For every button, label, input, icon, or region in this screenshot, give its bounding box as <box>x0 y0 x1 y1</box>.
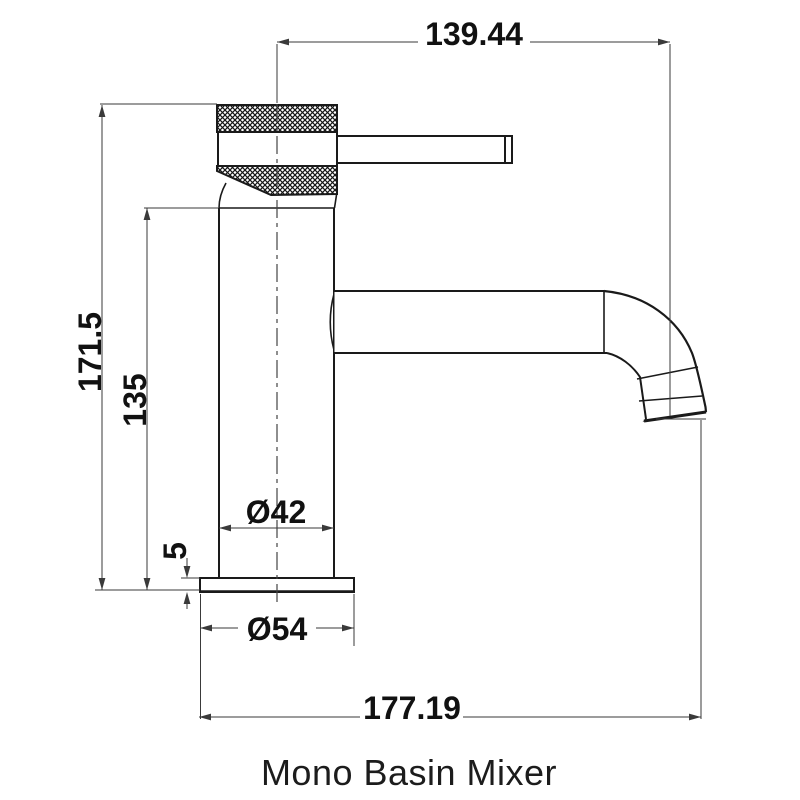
faucet-outline <box>199 104 708 606</box>
dimension-overall-depth-label: 177.19 <box>363 690 461 726</box>
spout-outer-curve <box>603 289 708 413</box>
spout-joint-arc <box>329 293 335 351</box>
aerator-line-1 <box>636 366 699 380</box>
dimension-base-thickness: 5 <box>157 542 200 609</box>
handle-lever <box>336 135 513 164</box>
dimension-body-diameter-label: Ø42 <box>246 494 306 530</box>
dimension-spout-reach-label: 139.44 <box>425 16 523 52</box>
dimension-base-thickness-label: 5 <box>157 542 193 560</box>
dimension-overall-depth: 177.19 <box>199 418 706 726</box>
dimension-overall-height: 171.5 <box>72 103 217 590</box>
aerator-tip-edge <box>643 410 707 423</box>
spout <box>333 289 708 423</box>
dimension-spout-height-label: 135 <box>117 373 153 426</box>
neck-left-curve <box>218 182 227 209</box>
neck-right-edge <box>333 194 338 209</box>
dimension-body-diameter: Ø42 <box>219 494 334 532</box>
drawing-caption: Mono Basin Mixer <box>261 752 557 793</box>
dimension-spout-reach: 139.44 <box>276 16 671 416</box>
dimension-overall-height-label: 171.5 <box>72 312 108 392</box>
dimension-spout-height: 135 <box>117 207 218 590</box>
spout-inner-curve <box>606 352 647 420</box>
dimension-base-diameter-label: Ø54 <box>247 611 308 647</box>
dimension-base-diameter: Ø54 <box>200 594 355 719</box>
